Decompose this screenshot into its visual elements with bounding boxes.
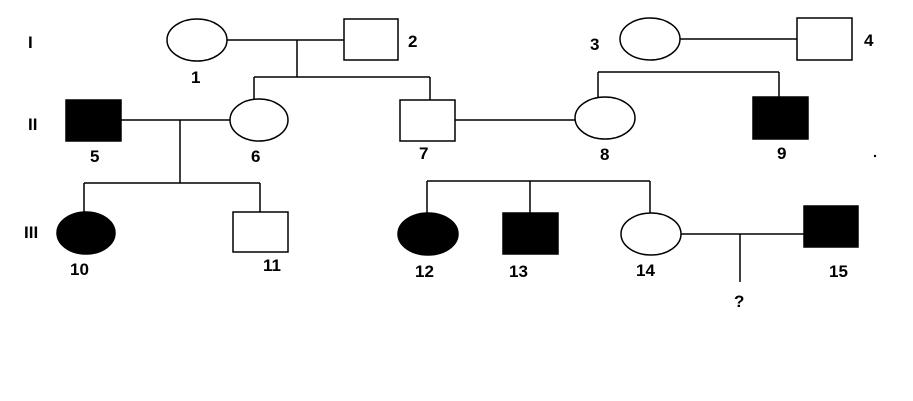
individual-label-13: 13: [509, 262, 528, 281]
individual-15-male: [803, 205, 859, 248]
generation-label-III: III: [24, 223, 38, 242]
individual-12-female: [397, 212, 459, 256]
individual-label-9: 9: [777, 144, 786, 163]
individual-label-2: 2: [408, 32, 417, 51]
individual-label-7: 7: [419, 144, 428, 163]
individual-6-female: [229, 98, 289, 142]
individual-label-11: 11: [263, 256, 281, 275]
individual-10-female: [56, 211, 116, 255]
individual-3-female: [619, 17, 681, 61]
generation-label-II: II: [28, 115, 37, 134]
individual-label-8: 8: [600, 145, 609, 164]
individual-label-12: 12: [415, 262, 434, 281]
individual-13-male: [502, 212, 559, 255]
individual-11-male: [232, 211, 289, 253]
individual-label-1: 1: [191, 68, 200, 87]
unknown-offspring-label: ?: [734, 292, 744, 311]
individual-4-male: [796, 17, 853, 61]
individual-label-15: 15: [829, 262, 848, 281]
individual-label-4: 4: [864, 31, 874, 50]
individual-label-10: 10: [70, 260, 89, 279]
individual-1-female: [166, 18, 228, 62]
generation-label-I: I: [28, 33, 33, 52]
individual-label-14: 14: [636, 261, 655, 280]
individual-9-male: [752, 96, 809, 140]
individual-14-female: [620, 212, 682, 256]
individual-2-male: [343, 18, 399, 61]
individual-5-male: [65, 99, 122, 142]
stray-dot-mark: [873, 154, 877, 158]
individual-7-male: [399, 99, 456, 142]
pedigree-lines: [83, 38, 804, 282]
individual-label-6: 6: [251, 147, 260, 166]
individual-8-female: [574, 96, 636, 140]
individual-label-5: 5: [90, 147, 99, 166]
individual-label-3: 3: [590, 35, 599, 54]
